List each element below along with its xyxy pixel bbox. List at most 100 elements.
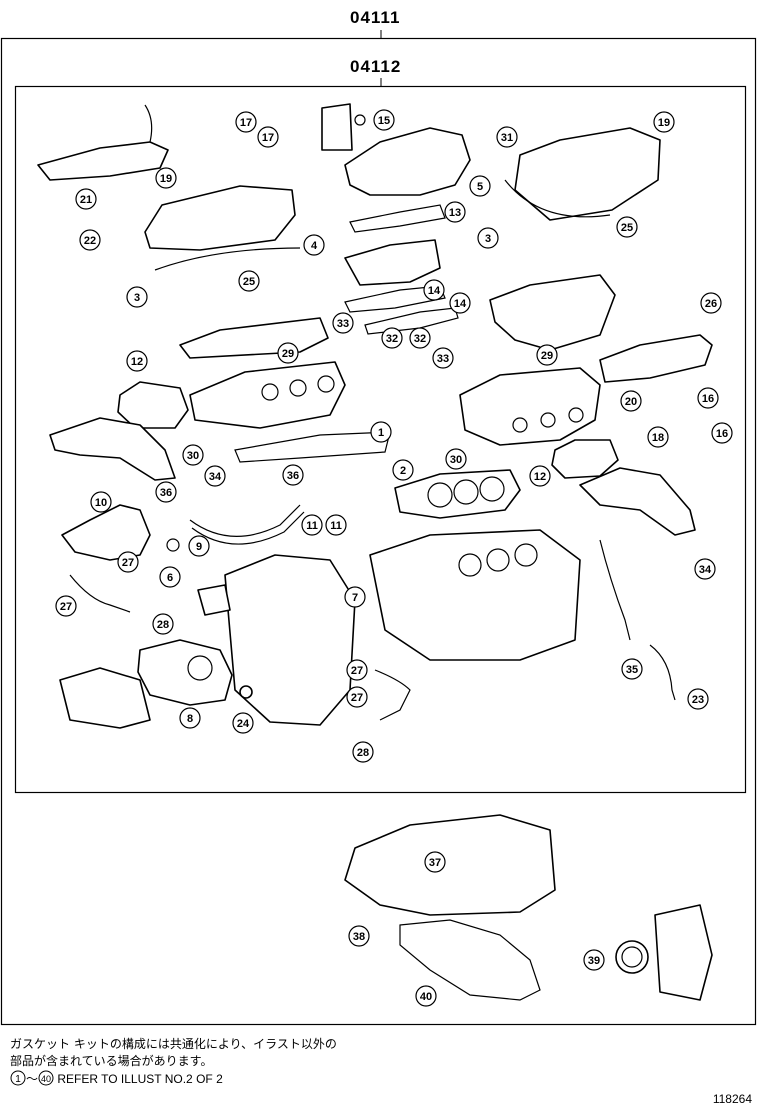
part-callout-number: 22 [84, 235, 96, 247]
part-callout-11[interactable]: 11 [325, 514, 347, 536]
part-callout-15[interactable]: 15 [373, 109, 395, 131]
intake-manifold-gasket [364, 307, 459, 335]
note-line-1: ガスケット キットの構成には共通化により、イラスト以外の [10, 1037, 337, 1051]
part-callout-6[interactable]: 6 [159, 566, 181, 588]
part-callout-number: 9 [196, 541, 202, 553]
range-end-number: 40 [41, 1074, 51, 1084]
left-head-port [261, 383, 279, 401]
part-callout-number: 1 [378, 427, 384, 439]
part-callout-38[interactable]: 38 [348, 925, 370, 947]
part-callout-number: 37 [429, 857, 441, 869]
part-callout-1[interactable]: 1 [370, 421, 392, 443]
note-reference: 1～40 REFER TO ILLUST NO.2 OF 2 [10, 1070, 337, 1088]
inner-kit-frame [14, 85, 747, 794]
part-callout-37[interactable]: 37 [424, 851, 446, 873]
part-callout-27[interactable]: 27 [346, 659, 368, 681]
oil-pan-upper [344, 814, 556, 916]
left-exhaust-gasket [117, 381, 189, 429]
part-callout-40[interactable]: 40 [415, 985, 437, 1007]
oil-cooler-pipe-left [69, 574, 131, 613]
part-callout-17[interactable]: 17 [257, 126, 279, 148]
part-callout-28[interactable]: 28 [352, 741, 374, 763]
part-callout-11[interactable]: 11 [301, 514, 323, 536]
part-callout-3[interactable]: 3 [477, 227, 499, 249]
part-callout-7[interactable]: 7 [344, 586, 366, 608]
part-callout-34[interactable]: 34 [204, 465, 226, 487]
water-bypass-pipe [189, 504, 301, 537]
part-callout-12[interactable]: 12 [529, 465, 551, 487]
engine-mount-bracket [59, 667, 151, 729]
part-callout-20[interactable]: 20 [620, 390, 642, 412]
part-callout-13[interactable]: 13 [444, 201, 466, 223]
part-callout-25[interactable]: 25 [616, 216, 638, 238]
part-callout-24[interactable]: 24 [232, 712, 254, 734]
part-callout-number: 34 [209, 471, 222, 483]
part-callout-5[interactable]: 5 [469, 175, 491, 197]
part-callout-36[interactable]: 36 [282, 464, 304, 486]
part-callout-number: 29 [541, 350, 553, 362]
part-callout-33[interactable]: 33 [332, 312, 354, 334]
water-inlet-housing [61, 504, 151, 561]
throttle-gasket-ring [354, 114, 366, 126]
range-end-circle: 40 [38, 1070, 54, 1086]
kit-outer-code[interactable]: 04111 [350, 8, 401, 27]
part-callout-number: 29 [282, 348, 294, 360]
block-bore [458, 553, 482, 577]
part-callout-number: 26 [705, 298, 717, 310]
left-head-port [289, 379, 307, 397]
rear-oil-seal [615, 940, 649, 974]
throttle-body [321, 103, 353, 151]
gasket-bore [427, 482, 453, 508]
part-callout-8[interactable]: 8 [179, 707, 201, 729]
water-pump-gasket [197, 584, 231, 616]
part-callout-19[interactable]: 19 [155, 167, 177, 189]
part-callout-number: 4 [311, 240, 318, 252]
left-head-port [317, 375, 335, 393]
part-callout-34[interactable]: 34 [694, 558, 716, 580]
part-callout-number: 38 [353, 931, 365, 943]
part-callout-number: 30 [450, 454, 462, 466]
part-callout-number: 32 [414, 333, 426, 345]
part-callout-12[interactable]: 12 [126, 350, 148, 372]
part-callout-number: 27 [351, 665, 363, 677]
part-callout-16[interactable]: 16 [711, 422, 733, 444]
part-callout-4[interactable]: 4 [303, 234, 325, 256]
part-callout-30[interactable]: 30 [182, 444, 204, 466]
part-callout-27[interactable]: 27 [117, 551, 139, 573]
part-callout-3[interactable]: 3 [126, 286, 148, 308]
part-callout-23[interactable]: 23 [687, 688, 709, 710]
part-callout-27[interactable]: 27 [55, 595, 77, 617]
intake-manifold-gasket [344, 285, 446, 313]
kit-inner-code[interactable]: 04112 [350, 57, 402, 76]
part-callout-29[interactable]: 29 [277, 342, 299, 364]
part-callout-21[interactable]: 21 [75, 188, 97, 210]
part-callout-10[interactable]: 10 [90, 491, 112, 513]
part-callout-18[interactable]: 18 [647, 426, 669, 448]
part-callout-number: 16 [702, 393, 714, 405]
left-head-gasket [234, 431, 391, 463]
part-callout-16[interactable]: 16 [697, 387, 719, 409]
part-callout-number: 17 [240, 117, 252, 129]
part-callout-22[interactable]: 22 [79, 229, 101, 251]
refer-illustration-text[interactable]: REFER TO ILLUST NO.2 OF 2 [57, 1072, 223, 1086]
part-callout-27[interactable]: 27 [346, 686, 368, 708]
part-callout-14[interactable]: 14 [449, 292, 471, 314]
part-callout-2[interactable]: 2 [392, 459, 414, 481]
part-callout-14[interactable]: 14 [423, 279, 445, 301]
part-callout-35[interactable]: 35 [621, 658, 643, 680]
part-callout-32[interactable]: 32 [409, 327, 431, 349]
part-callout-26[interactable]: 26 [700, 292, 722, 314]
part-callout-36[interactable]: 36 [155, 481, 177, 503]
part-callout-number: 28 [157, 619, 169, 631]
part-callout-30[interactable]: 30 [445, 448, 467, 470]
part-callout-19[interactable]: 19 [653, 111, 675, 133]
part-callout-9[interactable]: 9 [188, 535, 210, 557]
part-callout-25[interactable]: 25 [238, 270, 260, 292]
part-callout-39[interactable]: 39 [583, 949, 605, 971]
part-callout-32[interactable]: 32 [381, 327, 403, 349]
part-callout-29[interactable]: 29 [536, 344, 558, 366]
part-callout-31[interactable]: 31 [496, 126, 518, 148]
part-callout-33[interactable]: 33 [432, 347, 454, 369]
part-callout-28[interactable]: 28 [152, 613, 174, 635]
part-callout-17[interactable]: 17 [235, 111, 257, 133]
